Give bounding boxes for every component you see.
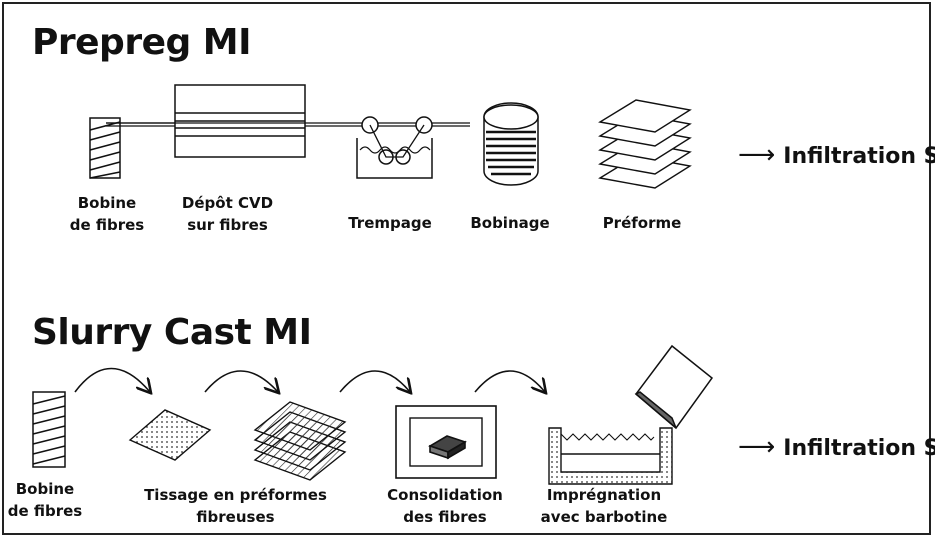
label-impregnation-line2: avec barbotine (540, 508, 668, 526)
result-slurry-text: Infiltration Si (783, 436, 935, 461)
right-arrow-icon-2: ⟶ (738, 432, 776, 462)
label-depot-cvd: Dépôt CVD sur fibres (170, 192, 285, 236)
label-consolidation: Consolidation des fibres (380, 484, 510, 528)
fiber-spool-icon (89, 117, 121, 179)
curved-arrow-2 (204, 370, 278, 392)
section-title-slurry: Slurry Cast MI (32, 312, 312, 353)
label-cvd-line1: Dépôt CVD (181, 194, 274, 212)
dip-bath-icon (356, 116, 433, 179)
label-preforme: Préforme (602, 214, 682, 232)
winding-drum-icon (483, 102, 539, 186)
label-impregnation-line1: Imprégnation (546, 486, 662, 504)
label-trempage: Trempage (348, 214, 432, 232)
fiber-spool-icon-2 (32, 391, 66, 468)
label-bobine-line1: Bobine (77, 194, 137, 212)
stacked-preforms-icon (253, 401, 347, 481)
curved-arrow-3 (339, 370, 410, 392)
label-impregnation: Imprégnation avec barbotine (530, 484, 678, 528)
consolidation-mold-icon (395, 405, 497, 479)
label-bobine2-line2: de fibres (7, 502, 83, 520)
label-bobine-line2: de fibres (69, 216, 145, 234)
tilted-sheet-icon (634, 344, 714, 430)
label-tissage: Tissage en préformes fibreuses (128, 484, 343, 528)
label-bobinage: Bobinage (470, 214, 550, 232)
right-arrow-icon: ⟶ (738, 140, 776, 170)
result-slurry: ⟶ Infiltration Si (738, 432, 935, 462)
woven-sheet-icon (128, 409, 212, 461)
label-consolidation-line1: Consolidation (387, 486, 503, 504)
label-consolidation-line2: des fibres (403, 508, 487, 526)
label-bobine-slurry: Bobine de fibres (6, 478, 84, 522)
result-prepreg-text: Infiltration Si (783, 144, 935, 169)
slurry-tank-icon (548, 427, 673, 485)
curved-arrow-4 (474, 370, 545, 392)
label-cvd-line2: sur fibres (187, 216, 268, 234)
label-bobine2-line1: Bobine (15, 480, 75, 498)
label-tissage-line1: Tissage en préformes (144, 486, 327, 504)
result-prepreg: ⟶ Infiltration Si (738, 140, 935, 170)
label-bobine-prepreg: Bobine de fibres (62, 192, 152, 236)
curved-arrow-1 (74, 367, 150, 393)
preform-stack-icon (598, 99, 692, 189)
label-tissage-line2: fibreuses (196, 508, 275, 526)
cvd-furnace-icon (106, 84, 306, 158)
process-arrows (74, 367, 545, 393)
section-title-prepreg: Prepreg MI (32, 22, 252, 63)
